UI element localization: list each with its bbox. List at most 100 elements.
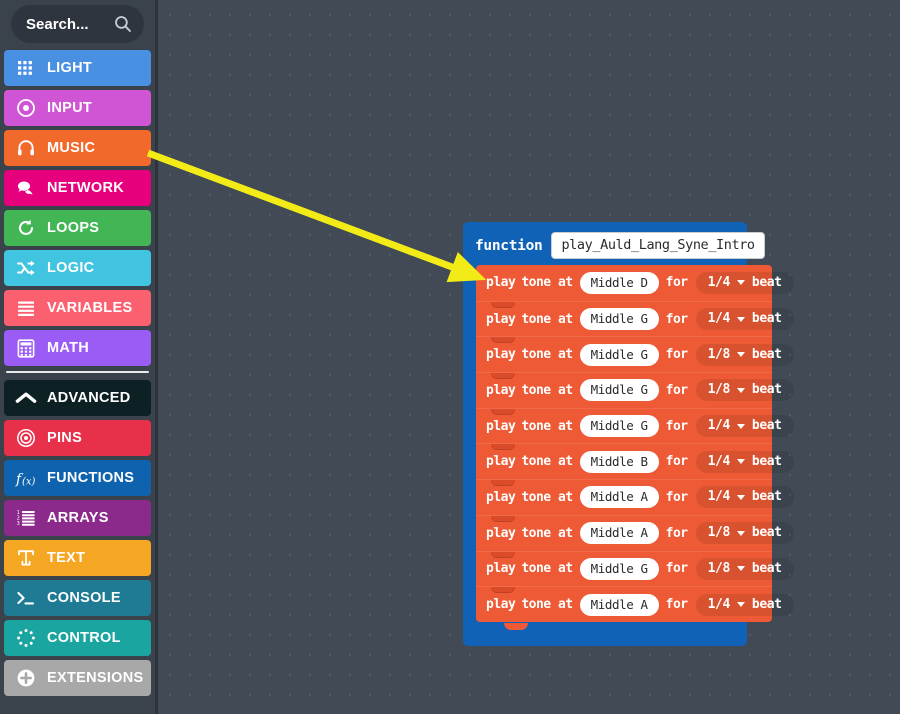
sidebar-item-loops[interactable]: LOOPS bbox=[4, 210, 151, 246]
tone-at-label: tone at bbox=[521, 382, 573, 398]
tone-at-label: tone at bbox=[521, 275, 573, 291]
tone-at-label: tone at bbox=[521, 561, 573, 577]
chevron-down-icon bbox=[736, 423, 745, 429]
play-label: play bbox=[486, 418, 516, 434]
beat-value: 1/4 bbox=[707, 489, 731, 505]
chevron-down-icon bbox=[736, 352, 745, 358]
beat-value: 1/4 bbox=[707, 311, 731, 327]
sidebar-item-label: MATH bbox=[47, 340, 90, 356]
chevron-down-icon bbox=[736, 316, 745, 322]
function-header: function play_Auld_Lang_Syne_Intro bbox=[475, 232, 765, 259]
note-dropdown[interactable]: Middle G bbox=[579, 308, 659, 331]
lines-icon bbox=[14, 296, 38, 320]
sidebar-item-network[interactable]: NETWORK bbox=[4, 170, 151, 206]
note-dropdown[interactable]: Middle A bbox=[579, 486, 659, 509]
note-dropdown[interactable]: Middle G bbox=[579, 379, 659, 402]
sidebar-item-label: LOOPS bbox=[47, 220, 100, 236]
shuffle-icon bbox=[14, 256, 38, 280]
sidebar-item-pins[interactable]: PINS bbox=[4, 420, 151, 456]
sidebar-item-control[interactable]: CONTROL bbox=[4, 620, 151, 656]
sidebar-item-logic[interactable]: LOGIC bbox=[4, 250, 151, 286]
function-name-field[interactable]: play_Auld_Lang_Syne_Intro bbox=[551, 232, 765, 259]
note-dropdown[interactable]: Middle A bbox=[579, 522, 659, 545]
sidebar-item-advanced[interactable]: ADVANCED bbox=[4, 380, 151, 416]
sidebar-item-variables[interactable]: VARIABLES bbox=[4, 290, 151, 326]
chevron-down-icon bbox=[736, 602, 745, 608]
play-label: play bbox=[486, 382, 516, 398]
chevron-down-icon bbox=[736, 566, 745, 572]
chevron-down-icon bbox=[736, 280, 745, 286]
sidebar-item-label: ARRAYS bbox=[47, 510, 109, 526]
note-dropdown[interactable]: Middle B bbox=[579, 450, 659, 473]
play-label: play bbox=[486, 597, 516, 613]
tone-at-label: tone at bbox=[521, 311, 573, 327]
beat-value: 1/4 bbox=[707, 274, 731, 290]
sidebar-item-label: EXTENSIONS bbox=[47, 670, 144, 686]
beat-unit-label: beat bbox=[751, 453, 782, 469]
note-dropdown[interactable]: Middle G bbox=[579, 557, 659, 580]
tone-at-label: tone at bbox=[521, 597, 573, 613]
sidebar-item-label: PINS bbox=[47, 430, 83, 446]
sidebar-item-text[interactable]: TEXT bbox=[4, 540, 151, 576]
beat-value: 1/8 bbox=[707, 382, 731, 398]
sidebar-item-light[interactable]: LIGHT bbox=[4, 50, 151, 86]
note-dropdown[interactable]: Middle G bbox=[579, 343, 659, 366]
sidebar-item-console[interactable]: CONSOLE bbox=[4, 580, 151, 616]
for-label: for bbox=[665, 597, 688, 613]
sidebar-item-functions[interactable]: f (x) FUNCTIONS bbox=[4, 460, 151, 496]
beat-value: 1/4 bbox=[707, 418, 731, 434]
sidebar-item-input[interactable]: INPUT bbox=[4, 90, 151, 126]
note-dropdown[interactable]: Middle D bbox=[579, 271, 659, 294]
sidebar-item-music[interactable]: MUSIC bbox=[4, 130, 151, 166]
sidebar-item-label: ADVANCED bbox=[47, 390, 131, 406]
note-dropdown[interactable]: Middle A bbox=[579, 593, 659, 616]
sidebar-item-label: LIGHT bbox=[47, 60, 92, 76]
sidebar-item-label: LOGIC bbox=[47, 260, 95, 276]
block-notch bbox=[491, 444, 515, 451]
for-label: for bbox=[665, 275, 688, 291]
play-label: play bbox=[486, 561, 516, 577]
sidebar-item-math[interactable]: MATH bbox=[4, 330, 151, 366]
tone-at-label: tone at bbox=[521, 418, 573, 434]
sidebar-item-label: CONSOLE bbox=[47, 590, 121, 606]
beat-unit-label: beat bbox=[751, 560, 782, 576]
for-label: for bbox=[665, 525, 688, 541]
calculator-icon bbox=[14, 336, 38, 360]
beat-value: 1/8 bbox=[707, 346, 731, 362]
refresh-icon bbox=[14, 216, 38, 240]
chevron-down-icon bbox=[736, 387, 745, 393]
search-icon bbox=[114, 15, 132, 33]
search-input[interactable] bbox=[11, 14, 114, 34]
tone-at-label: tone at bbox=[521, 347, 573, 363]
note-dropdown[interactable]: Middle G bbox=[579, 415, 659, 438]
block-notch bbox=[491, 587, 515, 594]
search-box[interactable] bbox=[11, 5, 144, 43]
sidebar-item-label: INPUT bbox=[47, 100, 92, 116]
sidebar-item-extensions[interactable]: EXTENSIONS bbox=[4, 660, 151, 696]
play-label: play bbox=[486, 454, 516, 470]
plus-circle-icon bbox=[14, 666, 38, 690]
